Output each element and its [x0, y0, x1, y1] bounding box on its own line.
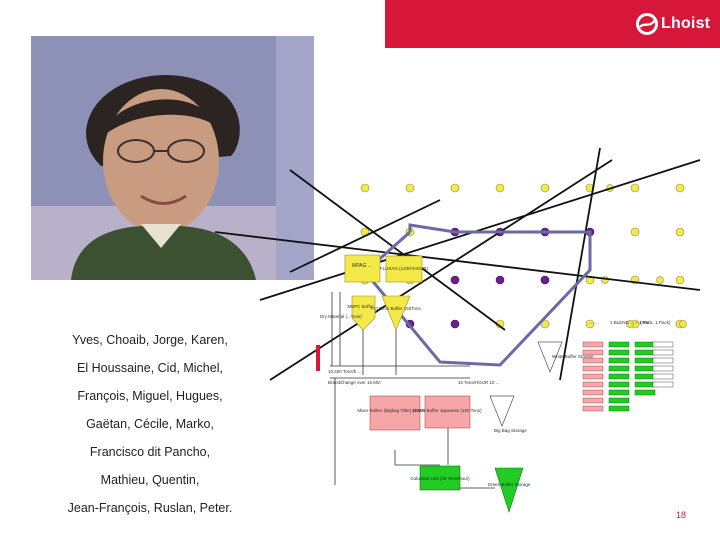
storage-bin	[652, 357, 674, 364]
storage-bin	[582, 373, 604, 380]
storage-bin	[634, 349, 656, 356]
names-line: François, Miguel, Hugues,	[77, 389, 223, 403]
red-marker	[316, 345, 320, 371]
storage-bin	[634, 373, 656, 380]
storage-bin	[608, 357, 630, 364]
names-line: Jean-François, Ruslan, Peter.	[67, 501, 233, 515]
storage-bin	[582, 341, 604, 348]
silo-flusag: FLUSAG (12/5T/HOUR)	[380, 255, 429, 283]
storage-bin	[582, 357, 604, 364]
hopper-mbpc: MBPC Buffer ...	[347, 295, 379, 331]
white-buffer-label: White Buffer Storage	[552, 354, 594, 359]
grid-node	[585, 319, 595, 329]
conveyor-rate-label: 10,400 Tons/h ...	[328, 369, 361, 374]
storage-bin	[608, 381, 630, 388]
grid-node	[450, 319, 460, 329]
lhoist-mark-icon	[636, 13, 658, 35]
storage-bin	[608, 405, 630, 412]
storage-bin	[652, 381, 674, 388]
grid-node	[630, 183, 640, 193]
team-photo	[31, 36, 314, 280]
bigbag-label: Big Bag Storage	[494, 428, 527, 433]
grid-node	[405, 183, 415, 193]
storage-bin	[634, 389, 656, 396]
grid-node	[495, 275, 505, 285]
dry-material-label: Dry Material (...Tons)	[320, 314, 362, 319]
grid-node	[450, 183, 460, 193]
pack-label: (HW ... 1 Pack)	[640, 320, 671, 325]
storage-bin	[652, 341, 674, 348]
silo-mpag: MPAG ...	[344, 254, 381, 283]
grid-node	[540, 183, 550, 193]
green-hopper-label: Green Buffer Storage	[488, 482, 531, 487]
storage-bin	[608, 341, 630, 348]
hopper-flusag-label: FLUSAG Buffer 150Tons	[371, 306, 421, 311]
storage-bin	[582, 381, 604, 388]
silo-stack	[582, 341, 674, 412]
storage-bin	[634, 365, 656, 372]
grid-node	[675, 227, 685, 237]
grid-node	[540, 275, 550, 285]
grid-node	[495, 183, 505, 193]
hopper-mbpc-label: MBPC Buffer ...	[347, 304, 378, 309]
feed-lines	[330, 292, 495, 489]
hopper-flusag: FLUSAG Buffer 150Tons	[371, 295, 421, 331]
storage-bin	[634, 381, 656, 388]
storage-bin	[652, 365, 674, 372]
storage-bin	[582, 349, 604, 356]
storage-bin	[582, 389, 604, 396]
brand-bar	[385, 0, 720, 48]
storage-bin	[582, 365, 604, 372]
names-line: Gaëtan, Cécile, Marko,	[86, 417, 214, 431]
brand-change-label: BrandChange over 15 Min	[328, 380, 381, 385]
tons-rate-label: 10 Tons/HOUR 10 ...	[458, 380, 499, 385]
silo-flusag-label: FLUSAG (12/5T/HOUR)	[380, 266, 429, 271]
storage-bin	[634, 341, 656, 348]
storage-bin	[608, 397, 630, 404]
storage-bin	[608, 389, 630, 396]
names-line: Yves, Choaib, Jorge, Karen,	[72, 333, 228, 347]
storage-bin	[582, 405, 604, 412]
grid-node	[675, 183, 685, 193]
grid-node	[679, 320, 687, 328]
node-grid	[360, 183, 687, 329]
grid-node	[626, 320, 634, 328]
green-unit-label: Columbia Unit (28 Tons/Hour)	[410, 476, 470, 481]
grid-node	[360, 183, 370, 193]
storage-bin	[608, 373, 630, 380]
green-hopper: Green Buffer Storage	[488, 467, 531, 513]
people-names: Yves, Choaib, Jorge, Karen, El Houssaine…	[40, 326, 260, 522]
misc-label: ... ...	[590, 320, 599, 325]
grid-node	[540, 319, 550, 329]
bigbag-hopper: Big Bag Storage	[489, 395, 527, 433]
storage-bin	[582, 397, 604, 404]
page-number: 18	[676, 510, 687, 520]
silo-mpag-label: MPAG ...	[352, 263, 372, 269]
names-line: Francisco dit Pancho,	[89, 445, 211, 459]
names-line: El Houssaine, Cid, Michel,	[77, 361, 223, 375]
storage-bin	[634, 357, 656, 364]
grid-node	[675, 275, 685, 285]
mortar-label: Mortar Buffer Japanese (150 Tons)	[412, 408, 482, 413]
grid-node	[450, 275, 460, 285]
lhoist-logo: Lhoist	[636, 8, 710, 40]
names-line: Mathieu, Quentin,	[100, 473, 200, 487]
storage-bin	[608, 349, 630, 356]
mixer-box: Mixer Bulker (Bigbag Tiller) (700Tons)	[357, 395, 433, 431]
mortar-box: Mortar Buffer Japanese (150 Tons)	[412, 395, 482, 429]
storage-bin	[608, 365, 630, 372]
crossing-lines	[214, 147, 701, 381]
grid-node	[656, 276, 664, 284]
logo-text: Lhoist	[661, 15, 711, 32]
mixer-label: Mixer Bulker (Bigbag Tiller) (700Tons)	[357, 408, 433, 413]
blend-label: 1 BLEND ... + 1 Pack	[610, 320, 653, 325]
white-buffer-hopper: White Buffer Storage	[537, 341, 594, 373]
green-unit: Columbia Unit (28 Tons/Hour)	[410, 465, 470, 491]
storage-bin	[652, 349, 674, 356]
grid-node	[630, 227, 640, 237]
storage-bin	[652, 373, 674, 380]
